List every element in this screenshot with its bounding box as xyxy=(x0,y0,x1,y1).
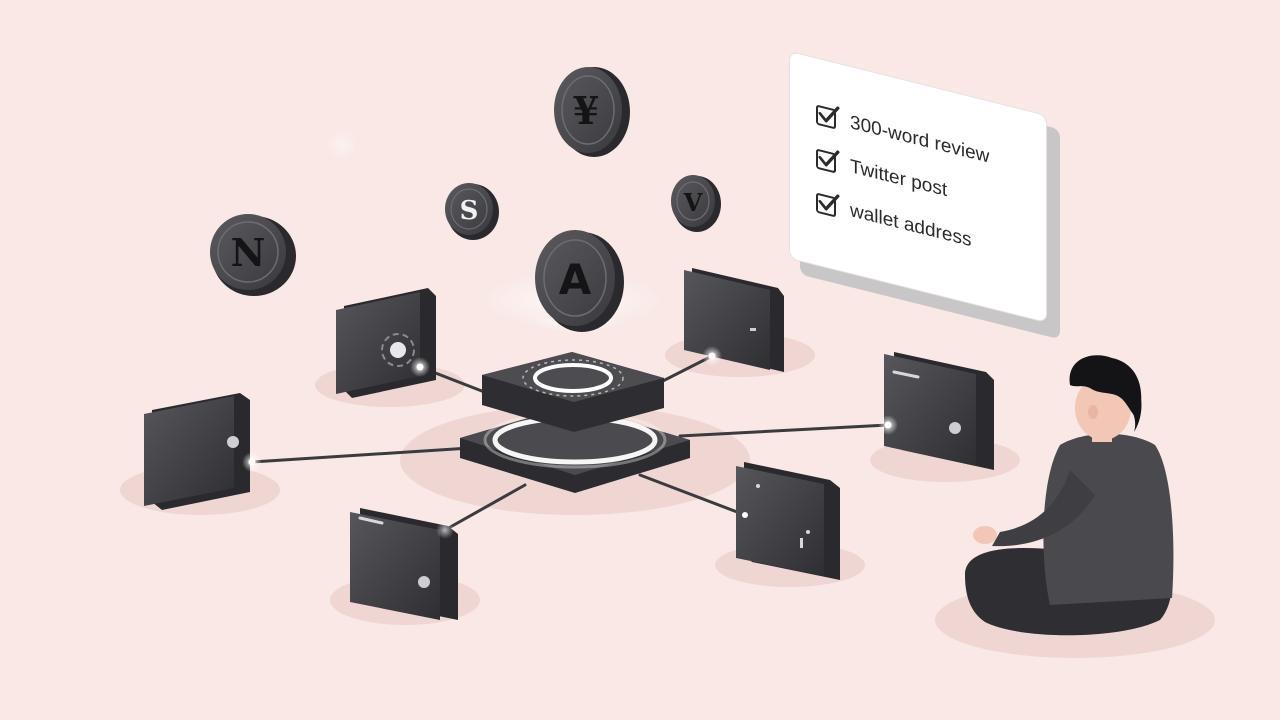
wallet-device-upper-right xyxy=(684,268,784,372)
coin-yen-glyph: ¥ xyxy=(573,88,599,133)
checkbox-checked-icon xyxy=(816,192,840,218)
checklist-item: Twitter post xyxy=(816,142,947,207)
coin-v: V xyxy=(671,175,721,232)
checkbox-checked-icon xyxy=(816,104,840,130)
wallet-device-upper-left xyxy=(336,288,436,398)
coin-n: N xyxy=(210,214,296,296)
checklist-panel: 300-word review Twitter post wallet addr… xyxy=(790,52,1046,322)
coin-a-glyph: A xyxy=(559,255,592,304)
checklist-item-label: wallet address xyxy=(850,199,972,252)
coin-v-glyph: V xyxy=(683,188,703,217)
checklist-item: 300-word review xyxy=(816,98,989,173)
checklist-item: wallet address xyxy=(816,186,971,257)
coin-yen: ¥ xyxy=(554,67,630,157)
coin-s-glyph: S xyxy=(460,196,479,226)
checkbox-checked-icon xyxy=(816,148,840,174)
coin-s: S xyxy=(445,183,499,240)
wallet-device-lower-right xyxy=(736,462,840,580)
checklist-item-label: Twitter post xyxy=(850,155,948,202)
wallet-device-right xyxy=(878,352,994,470)
wallet-device-lower-left xyxy=(350,508,458,620)
checklist-card: 300-word review Twitter post wallet addr… xyxy=(790,52,1060,340)
coin-n-glyph: N xyxy=(231,230,266,275)
wallet-device-left xyxy=(144,393,262,510)
coin-a: A xyxy=(532,230,624,334)
seated-person xyxy=(965,355,1174,636)
